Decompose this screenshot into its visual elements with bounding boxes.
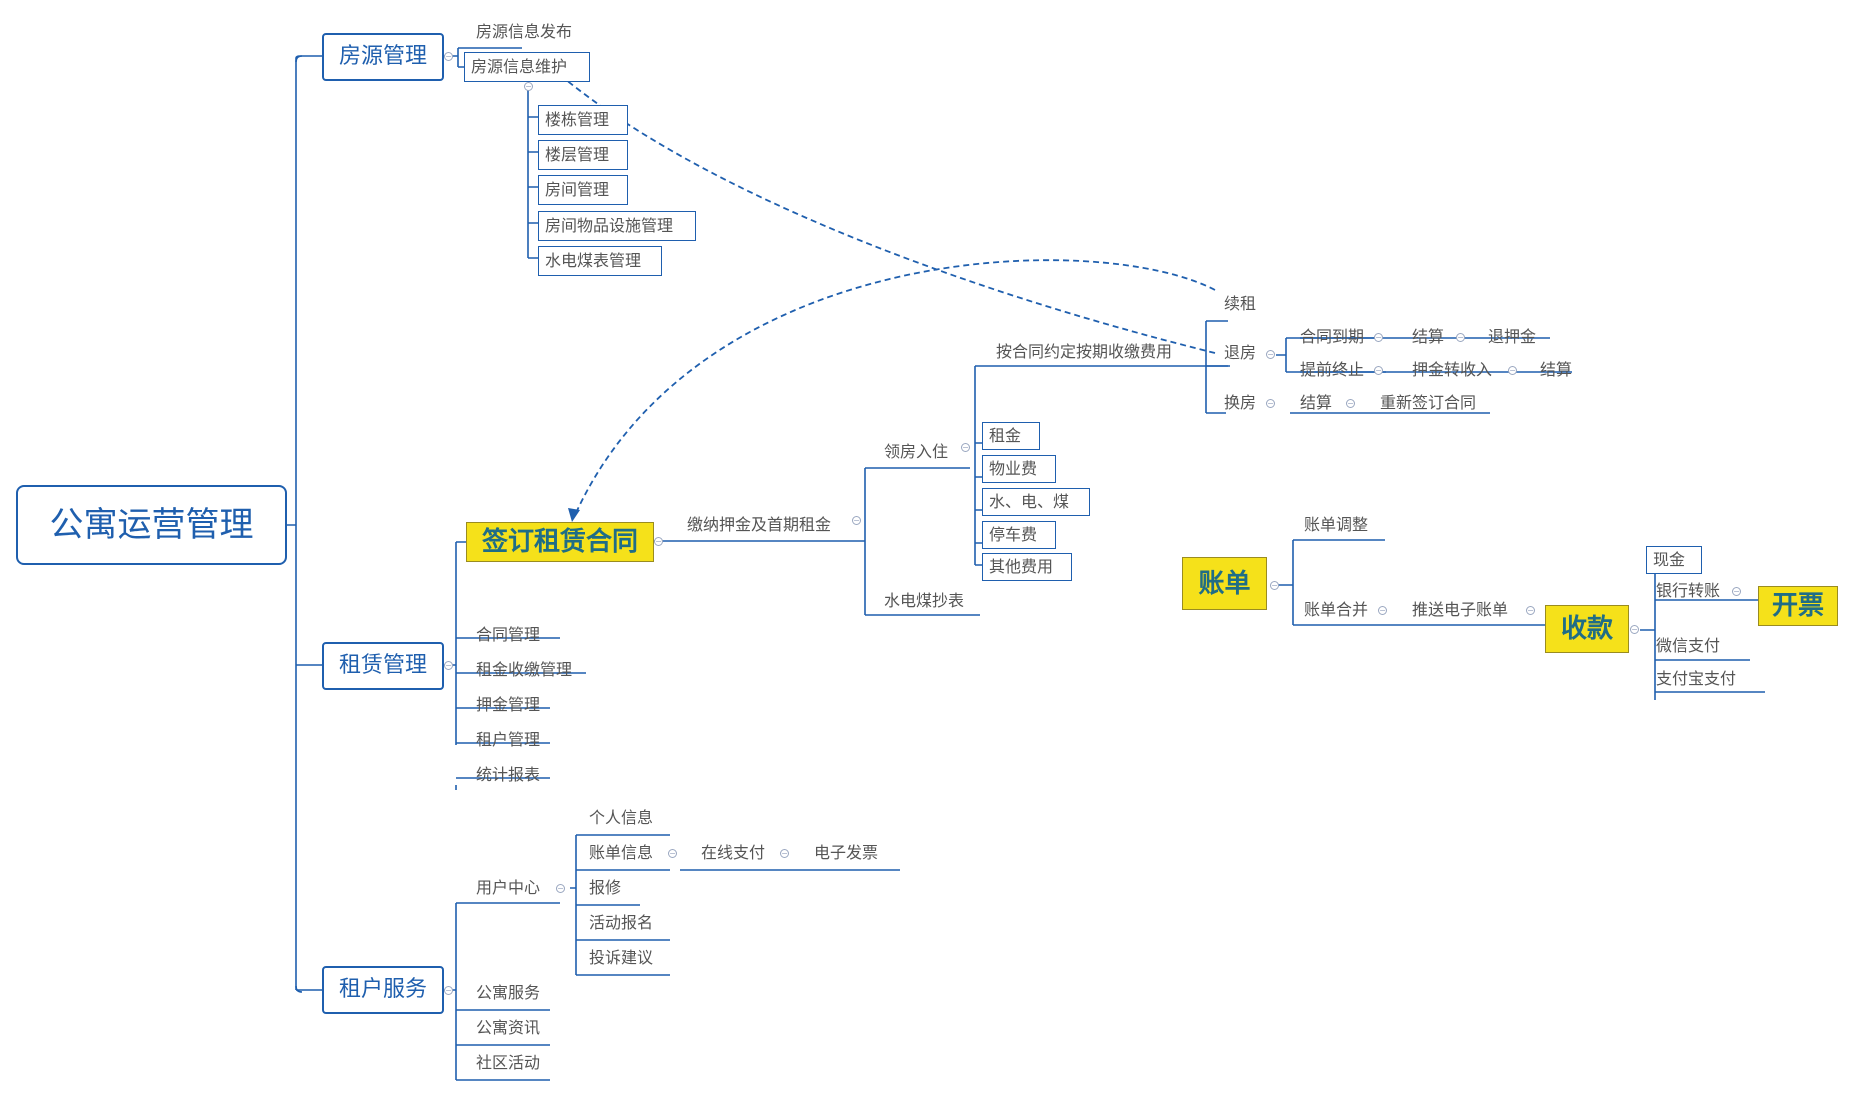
collapse-icon[interactable]: − [1270,581,1279,590]
leasing-item-1[interactable]: 租金收缴管理 [476,660,573,679]
collapse-icon[interactable]: − [1346,399,1355,408]
refund-deposit[interactable]: 退押金 [1488,327,1537,346]
service-other-1[interactable]: 公寓资讯 [476,1018,541,1037]
collapse-icon[interactable]: − [1374,366,1383,375]
pay-bank[interactable]: 银行转账 [1656,581,1721,600]
housing-maintain[interactable]: 房源信息维护 [464,52,590,82]
housing-publish[interactable]: 房源信息发布 [476,22,573,41]
uc-item-1[interactable]: 账单信息 [589,843,654,862]
fee-parking[interactable]: 停车费 [982,521,1056,549]
bill-push[interactable]: 推送电子账单 [1412,600,1509,619]
collapse-icon[interactable]: − [961,443,970,452]
collapse-icon[interactable]: − [444,52,453,61]
uc-item-4[interactable]: 投诉建议 [589,948,654,967]
periodic-node[interactable]: 按合同约定按期收缴费用 [996,342,1173,361]
root-node[interactable]: 公寓运营管理 [16,485,287,565]
housing-sub-3[interactable]: 房间物品设施管理 [538,211,696,241]
uc-item-3[interactable]: 活动报名 [589,913,654,932]
branch-housing[interactable]: 房源管理 [322,33,444,81]
collapse-icon[interactable]: − [1526,606,1535,615]
collapse-icon[interactable]: − [1266,399,1275,408]
meter-node[interactable]: 水电煤抄表 [884,591,965,610]
collapse-icon[interactable]: − [556,884,565,893]
uc-item-2[interactable]: 报修 [589,878,622,897]
invoice-node[interactable]: 开票 [1758,586,1838,626]
settle-3[interactable]: 结算 [1300,393,1333,412]
fee-property[interactable]: 物业费 [982,455,1056,483]
checkout-node[interactable]: 退房 [1224,343,1257,362]
checkin-node[interactable]: 领房入住 [884,442,949,461]
collapse-icon[interactable]: − [524,82,533,91]
collapse-icon[interactable]: − [852,516,861,525]
housing-sub-1[interactable]: 楼层管理 [538,140,628,170]
service-other-0[interactable]: 公寓服务 [476,983,541,1002]
collapse-icon[interactable]: − [1508,366,1517,375]
collapse-icon[interactable]: − [444,986,453,995]
collapse-icon[interactable]: − [1266,350,1275,359]
leasing-item-0[interactable]: 合同管理 [476,625,541,644]
online-pay[interactable]: 在线支付 [701,843,766,862]
pay-alipay[interactable]: 支付宝支付 [1656,669,1737,688]
pay-wechat[interactable]: 微信支付 [1656,636,1721,655]
fee-rent[interactable]: 租金 [982,422,1040,450]
collapse-icon[interactable]: − [780,849,789,858]
collapse-icon[interactable]: − [1732,587,1741,596]
fee-utilities[interactable]: 水、电、煤 [982,488,1090,516]
user-center[interactable]: 用户中心 [476,878,541,897]
collect-node[interactable]: 收款 [1545,605,1629,653]
branch-leasing[interactable]: 租赁管理 [322,642,444,690]
collapse-icon[interactable]: − [668,849,677,858]
resign-contract[interactable]: 重新签订合同 [1380,393,1477,412]
housing-sub-4[interactable]: 水电煤表管理 [538,246,662,276]
housing-sub-2[interactable]: 房间管理 [538,175,628,205]
collapse-icon[interactable]: − [1378,606,1387,615]
contract-expire[interactable]: 合同到期 [1300,327,1365,346]
bill-adjust[interactable]: 账单调整 [1304,515,1369,534]
collapse-icon[interactable]: − [1456,333,1465,342]
e-invoice[interactable]: 电子发票 [814,843,879,862]
deposit-forfeit[interactable]: 押金转收入 [1412,360,1493,379]
branch-service[interactable]: 租户服务 [322,966,444,1014]
settle-1[interactable]: 结算 [1412,327,1445,346]
bill-merge[interactable]: 账单合并 [1304,600,1369,619]
sign-contract-node[interactable]: 签订租赁合同 [466,522,654,562]
collapse-icon[interactable]: − [654,537,663,546]
fee-other[interactable]: 其他费用 [982,553,1072,581]
service-other-2[interactable]: 社区活动 [476,1053,541,1072]
renew-node[interactable]: 续租 [1224,294,1257,313]
leasing-item-3[interactable]: 租户管理 [476,730,541,749]
change-room[interactable]: 换房 [1224,393,1257,412]
early-terminate[interactable]: 提前终止 [1300,360,1365,379]
uc-item-0[interactable]: 个人信息 [589,808,654,827]
settle-2[interactable]: 结算 [1540,360,1573,379]
pay-cash[interactable]: 现金 [1646,546,1702,574]
leasing-item-4[interactable]: 统计报表 [476,765,541,784]
bill-node[interactable]: 账单 [1182,557,1267,610]
collapse-icon[interactable]: − [1630,625,1639,634]
leasing-item-2[interactable]: 押金管理 [476,695,541,714]
collapse-icon[interactable]: − [444,661,453,670]
deposit-node[interactable]: 缴纳押金及首期租金 [687,515,832,534]
housing-sub-0[interactable]: 楼栋管理 [538,105,628,135]
collapse-icon[interactable]: − [1374,333,1383,342]
